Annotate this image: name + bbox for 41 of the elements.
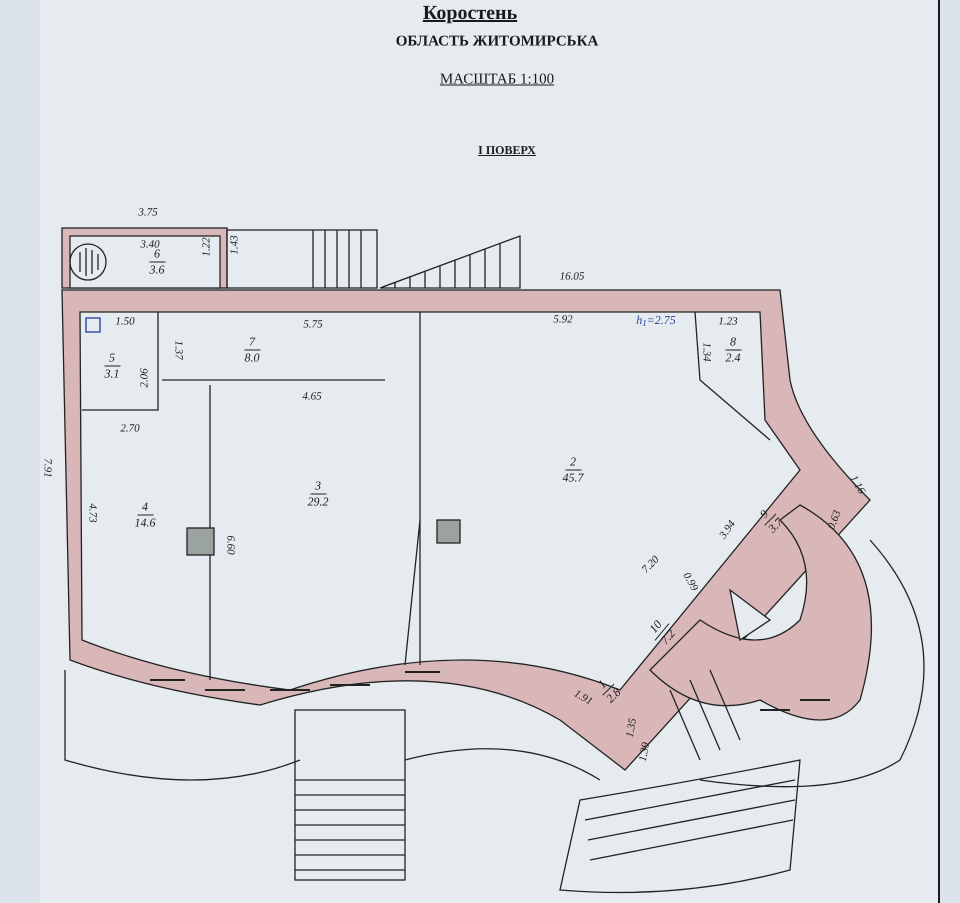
dimension-label: 1.39 <box>638 742 652 762</box>
dimension-label: h$_{1}$=2.75 <box>636 314 676 326</box>
heading-text: Коростень <box>422 3 518 23</box>
dimension-label: 1.50 <box>115 316 135 328</box>
room-area: 2.4 <box>724 350 742 366</box>
room-number: 4 <box>137 500 153 516</box>
dimension-label: 2.70 <box>120 424 140 434</box>
room-number: 3 <box>310 478 326 494</box>
heading-text: МАСШТАБ 1:100 <box>440 72 554 88</box>
dimension-label: 1.34 <box>700 342 712 362</box>
dimension-label: 1.22 <box>202 237 212 257</box>
dimension-label: 1.35 <box>624 718 640 738</box>
dimension-label: 3.75 <box>138 208 158 218</box>
room-number: 6 <box>149 246 165 262</box>
room-area: 14.6 <box>132 516 158 530</box>
room-number: 2 <box>565 454 581 470</box>
room-number: 5 <box>104 350 120 366</box>
room-number: 8 <box>725 334 741 350</box>
dimension-label: 4.73 <box>86 503 98 523</box>
room-area: 3.6 <box>148 262 166 278</box>
room-area: 29.2 <box>306 494 330 510</box>
dimension-label: 16.05 <box>560 272 584 282</box>
dimension-label: 7.20 <box>640 554 662 576</box>
dimension-label: 0.99 <box>680 570 700 594</box>
room-area: 45.7 <box>560 470 586 486</box>
dimension-label: 1.23 <box>718 316 738 328</box>
heading-text: І ПОВЕРХ <box>478 144 536 156</box>
room-number: 7 <box>244 334 260 350</box>
dimension-label: 6.60 <box>224 535 236 555</box>
dimension-label: 1.16 <box>847 474 867 496</box>
room-area: 8.0 <box>242 350 262 366</box>
dimension-label: 2.06 <box>140 368 150 388</box>
dimension-label: 1.43 <box>230 235 240 255</box>
room-area: 3.1 <box>102 366 122 382</box>
dimension-label: 5.92 <box>553 314 573 326</box>
dimension-label: 4.65 <box>302 392 322 402</box>
dimension-label: 5.75 <box>303 320 323 330</box>
dimension-label: 1.37 <box>172 340 184 360</box>
dimension-label: 7.91 <box>42 458 52 478</box>
dimension-label: 0.63 <box>826 509 844 531</box>
heading-text: ОБЛАСТЬ ЖИТОМИРСЬКА <box>396 34 598 50</box>
